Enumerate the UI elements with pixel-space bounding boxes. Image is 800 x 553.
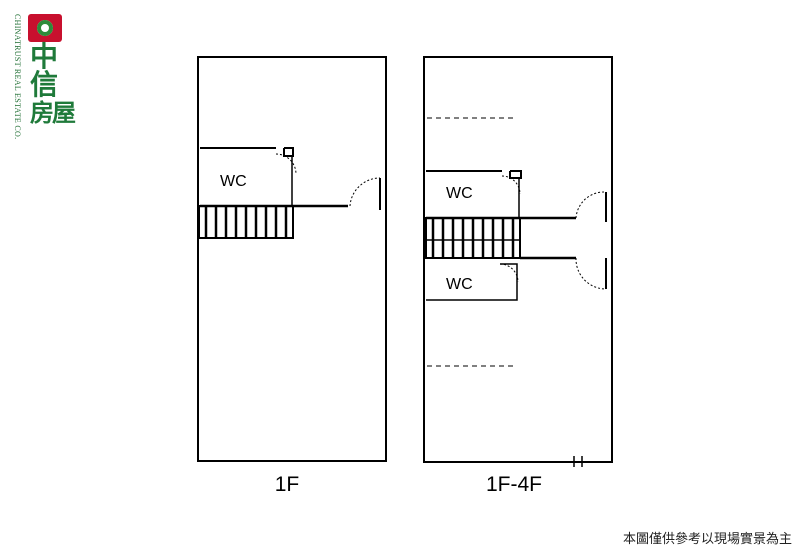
staircase: [198, 205, 294, 239]
floor-caption: 1F: [275, 473, 300, 496]
disclaimer-text: 本圖僅供參考以現場實景為主: [622, 532, 792, 547]
room-label-wc: WC: [446, 185, 473, 202]
wc-walls: [426, 263, 518, 301]
brand-logo: CHINATRUST REAL ESTATE CO. 中 信 房屋: [8, 12, 92, 140]
outer-wall: [423, 56, 613, 463]
door-swing: [275, 153, 297, 175]
floorplan-1f-4f: [423, 56, 613, 467]
door-swing: [575, 191, 605, 219]
staircase: [425, 217, 521, 259]
outer-wall: [197, 56, 387, 462]
logo-char-2: 信: [30, 68, 59, 101]
door-swing: [499, 263, 519, 283]
room-label-wc: WC: [220, 173, 247, 190]
door-swing: [501, 175, 521, 195]
logo-emblem-icon: [28, 14, 62, 42]
door-swing: [575, 257, 607, 290]
wc-top-wall: [426, 170, 522, 179]
logo-char-3: 房屋: [30, 99, 76, 127]
floor-caption: 1F-4F: [486, 473, 542, 496]
room-label-wc: WC: [446, 276, 473, 293]
logo-char-1: 中: [30, 40, 59, 73]
wc-top-wall: [200, 147, 294, 157]
door-swing: [349, 177, 381, 207]
floorplan-1f: [197, 56, 387, 462]
logo-english-name: CHINATRUST REAL ESTATE CO.: [13, 14, 22, 140]
